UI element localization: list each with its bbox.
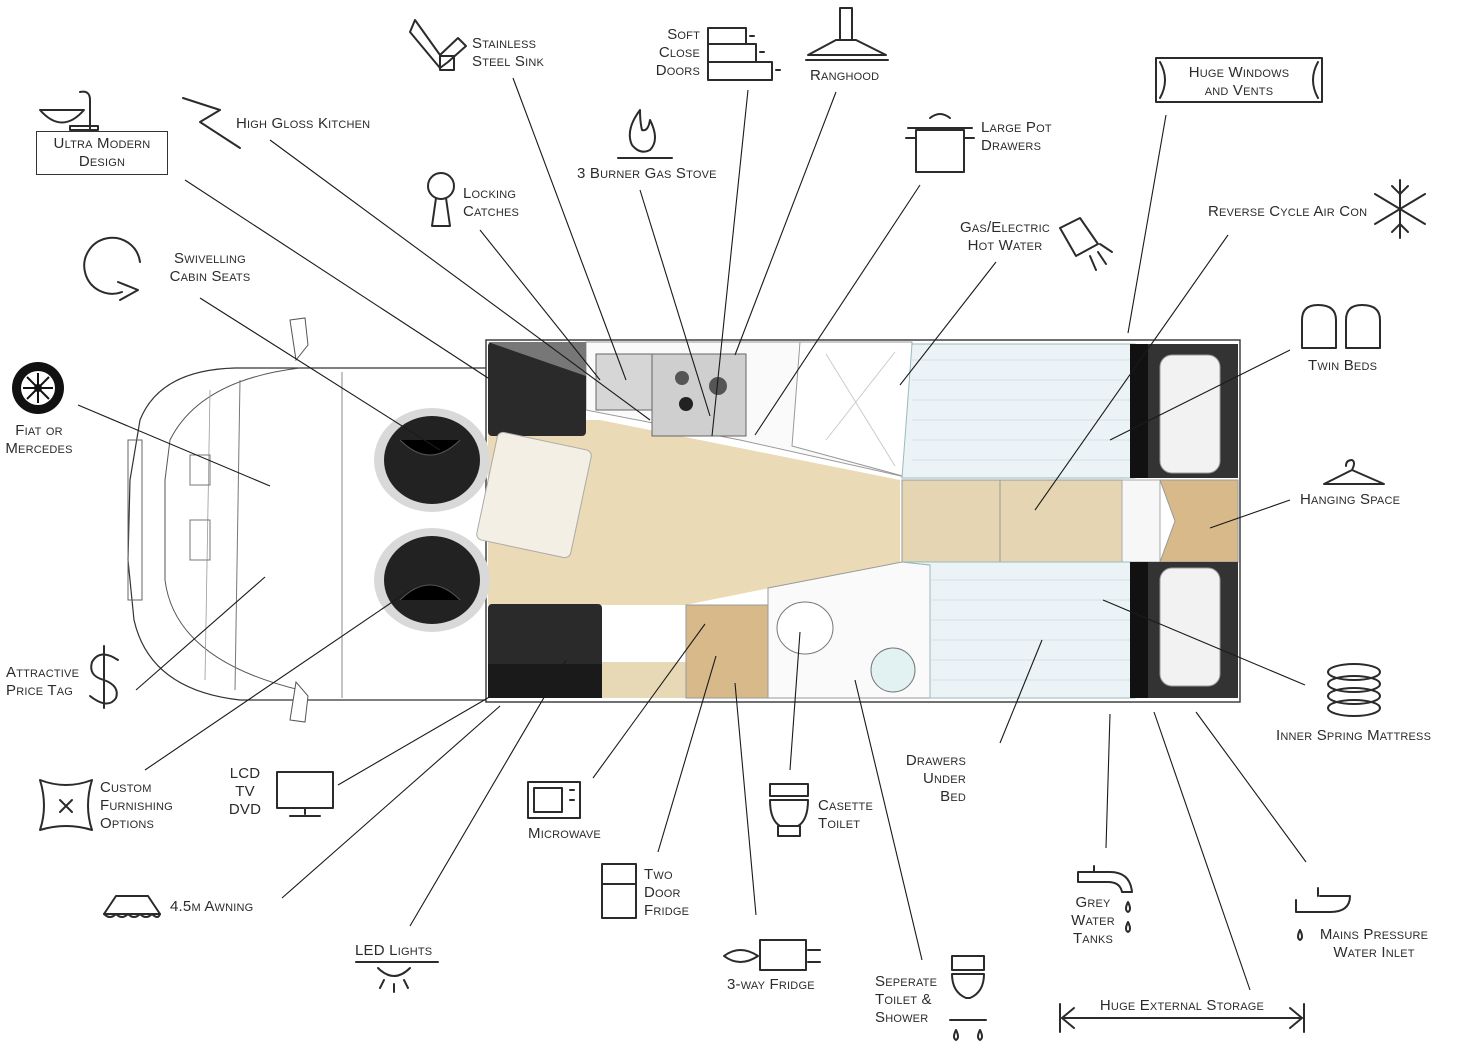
gas-fridge-icon	[723, 939, 821, 971]
awning-icon	[103, 895, 161, 918]
leader-lines	[77, 77, 1307, 991]
drawer-stack-icon	[707, 27, 781, 81]
label-microwave: Microwave	[528, 825, 601, 842]
label-twin-beds: Twin Beds	[1308, 357, 1378, 374]
fridge-icon	[601, 863, 637, 919]
shower-head-icon	[1059, 217, 1113, 271]
pot-icon	[905, 113, 975, 173]
monitor-icon	[276, 771, 334, 817]
label-led-lights: LED Lights	[355, 942, 433, 959]
snowflake-icon	[1374, 179, 1426, 239]
tap-icon-mains	[1295, 887, 1351, 941]
faucet-icon	[409, 19, 467, 71]
camper-body	[374, 339, 1241, 703]
van-cab	[127, 317, 488, 723]
label-inner-spring-mattress: Inner Spring Mattress	[1276, 727, 1432, 744]
window-icon	[1155, 57, 1323, 103]
label-reverse-cycle-air-con: Reverse Cycle Air Con	[1208, 203, 1368, 220]
zigzag-icon	[182, 97, 241, 149]
double-arrow-icon	[1059, 1003, 1305, 1033]
sink-bowl-icon	[39, 90, 99, 131]
wheel-icon	[12, 362, 64, 414]
label-3-way-fridge: 3-way Fridge	[727, 976, 815, 993]
keyhole-icon	[427, 172, 455, 227]
label-high-gloss-kitchen: High Gloss Kitchen	[236, 115, 371, 132]
shower-toilet-icon	[949, 955, 987, 1041]
microwave-icon	[527, 781, 581, 819]
toilet-icon	[769, 783, 809, 837]
swivel-arrow-icon	[83, 236, 141, 301]
label-hanging-space: Hanging Space	[1300, 491, 1401, 508]
label-3-burner-gas-stove: 3 Burner Gas Stove	[577, 165, 717, 182]
dollar-icon	[89, 645, 119, 709]
twin-bed-icon	[1301, 304, 1381, 349]
flame-icon	[617, 109, 673, 159]
hanger-icon	[1323, 459, 1385, 485]
rangehood-icon	[805, 7, 889, 61]
label-4-5m-awning: 4.5m Awning	[170, 898, 254, 915]
label-huge-external-storage: Huge External Storage	[1099, 997, 1265, 1014]
tap-icon	[1077, 865, 1133, 933]
led-icon	[355, 961, 439, 993]
cushion-icon	[39, 779, 93, 831]
label-ranghood: Ranghood	[810, 67, 880, 84]
spring-icon	[1327, 663, 1381, 717]
